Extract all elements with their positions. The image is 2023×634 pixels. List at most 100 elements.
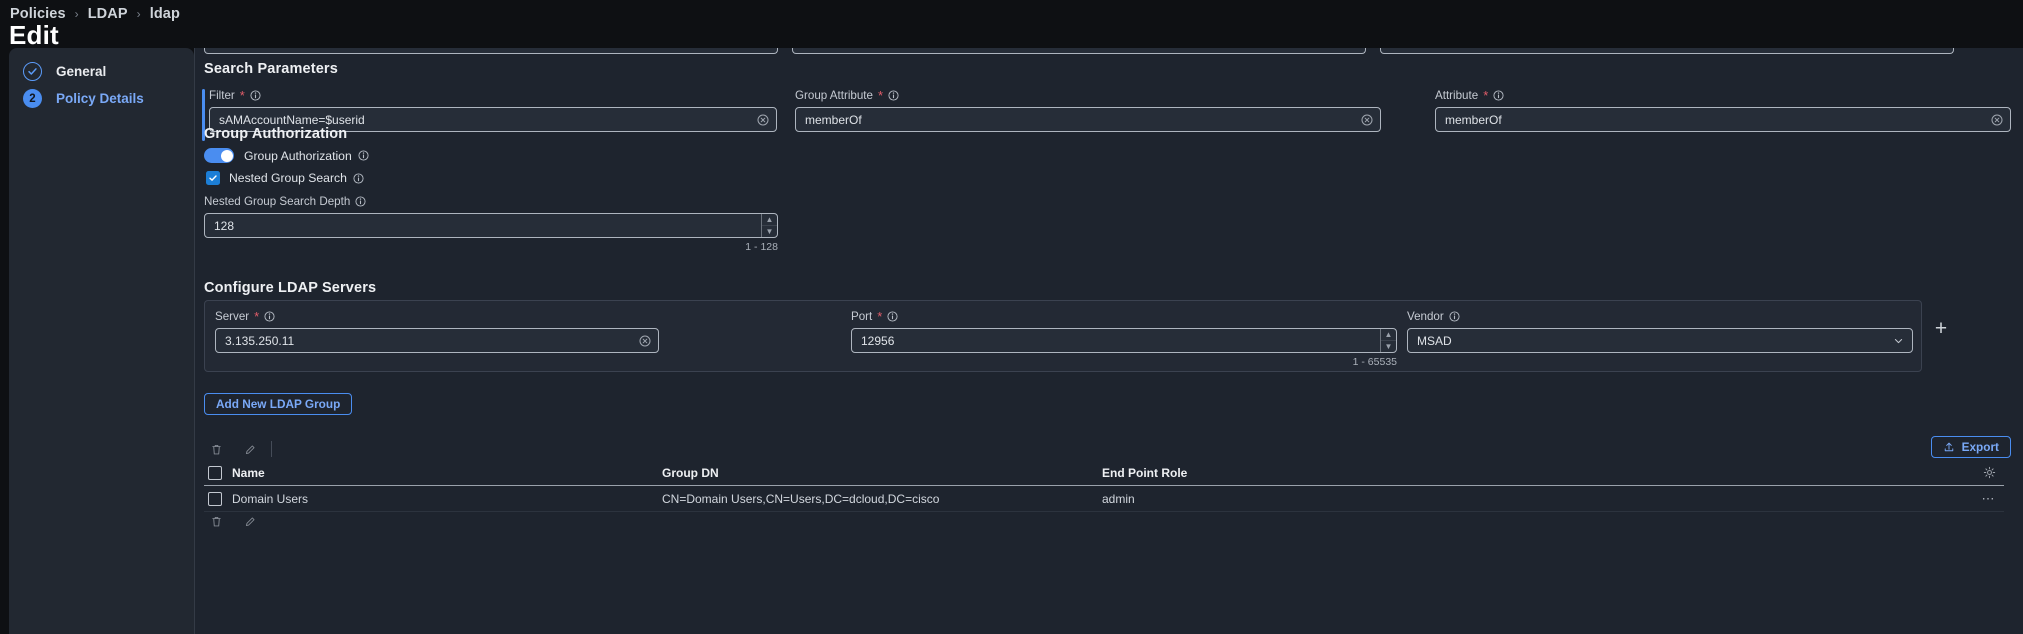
upload-icon (1944, 442, 1953, 452)
export-wrap: Export (1930, 436, 2011, 458)
info-icon[interactable] (1493, 90, 1504, 101)
sidebar-item-policy-details-label: Policy Details (56, 91, 144, 106)
add-ldap-server-button[interactable]: + (1934, 317, 1948, 340)
breadcrumb-separator-icon: › (74, 7, 79, 21)
partial-input-1[interactable] (204, 48, 778, 54)
field-focus-accent (202, 89, 205, 141)
port-input[interactable]: 12956 ▲ ▼ (851, 328, 1397, 353)
attribute-input-value: memberOf (1445, 112, 1502, 127)
delete-icon[interactable] (199, 438, 233, 460)
info-icon[interactable] (358, 150, 369, 161)
row-actions-menu-icon[interactable]: ⋯ (1981, 490, 1996, 506)
stepper-up-icon[interactable]: ▲ (762, 214, 777, 226)
breadcrumb-item-policies[interactable]: Policies (10, 6, 66, 22)
attribute-input[interactable]: memberOf (1435, 107, 2011, 132)
row-select-checkbox[interactable] (208, 491, 222, 506)
info-icon[interactable] (888, 90, 899, 101)
clear-icon[interactable] (1361, 114, 1373, 126)
row-checkbox-cell (204, 491, 232, 506)
stepper-up-icon[interactable]: ▲ (1381, 329, 1396, 341)
toggle-knob (220, 149, 233, 162)
cell-group-dn: CN=Domain Users,CN=Users,DC=dcloud,DC=ci… (662, 491, 940, 506)
vendor-select-value: MSAD (1417, 333, 1452, 348)
edit-icon[interactable] (233, 438, 267, 460)
partial-input-2[interactable] (792, 48, 1366, 54)
group-attribute-input-value: memberOf (805, 112, 862, 127)
required-marker: * (239, 87, 245, 103)
section-title-configure-ldap-servers: Configure LDAP Servers (204, 280, 377, 296)
info-icon[interactable] (355, 196, 366, 207)
info-icon[interactable] (1449, 311, 1460, 322)
stepper-buttons[interactable]: ▲ ▼ (1380, 329, 1396, 352)
breadcrumb-separator-icon: › (136, 7, 141, 21)
group-authorization-toggle[interactable] (204, 148, 234, 163)
info-icon[interactable] (353, 172, 364, 184)
column-header-end-point-role[interactable]: End Point Role (1102, 465, 1188, 480)
field-vendor: Vendor MSAD (1407, 310, 1913, 353)
vendor-select[interactable]: MSAD (1407, 328, 1913, 353)
ldap-groups-table: Name Group DN End Point Role Domain User… (204, 460, 2004, 512)
page-title: Edit (9, 20, 59, 50)
info-icon[interactable] (250, 90, 261, 101)
wizard-sidebar: General 2 Policy Details (9, 48, 194, 634)
clear-icon[interactable] (757, 114, 769, 126)
ldap-server-row-card: Server * 3.135.250.11 Port * (204, 300, 1922, 372)
table-toolbar-bottom (199, 510, 267, 532)
select-all-checkbox[interactable] (208, 465, 222, 480)
edit-icon[interactable] (233, 510, 267, 532)
table-row[interactable]: Domain Users CN=Domain Users,CN=Users,DC… (204, 486, 2004, 512)
nested-group-search-depth-input[interactable]: 128 ▲ ▼ (204, 213, 778, 238)
field-group-attribute-label: Group Attribute * (795, 89, 1381, 102)
filter-input[interactable]: sAMAccountName=$userid (209, 107, 777, 132)
sidebar-item-general[interactable]: General (23, 62, 106, 81)
table-settings-icon[interactable] (1962, 466, 2004, 479)
stepper-down-icon[interactable]: ▼ (765, 227, 774, 236)
table-toolbar-top (199, 438, 272, 460)
toolbar-divider (271, 441, 272, 457)
export-button[interactable]: Export (1930, 436, 2011, 458)
group-authorization-toggle-row: Group Authorization (204, 148, 369, 163)
group-attribute-input[interactable]: memberOf (795, 107, 1381, 132)
required-marker: * (254, 308, 260, 324)
server-input[interactable]: 3.135.250.11 (215, 328, 659, 353)
section-title-search-parameters: Search Parameters (204, 61, 338, 77)
stepper-buttons[interactable]: ▲ ▼ (761, 214, 777, 237)
step-number-badge: 2 (23, 89, 42, 108)
main-content: Search Parameters Filter * sAMAccountNam… (194, 48, 2023, 634)
partial-input-3[interactable] (1380, 48, 1954, 54)
field-nested-group-search-depth: Nested Group Search Depth 128 ▲ ▼ 1 - 12… (204, 195, 778, 253)
delete-icon[interactable] (199, 510, 233, 532)
field-port: Port * 12956 ▲ ▼ 1 - 65535 (851, 310, 1397, 368)
field-attribute: Attribute * memberOf (1435, 89, 2011, 132)
field-filter: Filter * sAMAccountName=$userid (209, 89, 777, 132)
server-input-value: 3.135.250.11 (225, 333, 295, 348)
group-authorization-toggle-label: Group Authorization (244, 149, 369, 163)
filter-input-value: sAMAccountName=$userid (219, 112, 365, 127)
add-new-ldap-group-button[interactable]: Add New LDAP Group (204, 393, 353, 415)
nested-group-search-checkbox[interactable] (206, 171, 220, 185)
column-header-group-dn[interactable]: Group DN (662, 465, 719, 480)
breadcrumb-item-current: ldap (149, 6, 180, 22)
field-depth-label: Nested Group Search Depth (204, 195, 778, 208)
section-title-group-authorization: Group Authorization (204, 126, 348, 142)
depth-range-hint: 1 - 128 (745, 241, 778, 253)
chevron-down-icon[interactable] (1893, 335, 1904, 346)
port-input-value: 12956 (861, 333, 895, 348)
field-filter-label: Filter * (209, 89, 777, 102)
cell-name: Domain Users (232, 491, 309, 506)
info-icon[interactable] (264, 311, 275, 322)
field-server: Server * 3.135.250.11 (215, 310, 659, 353)
clear-icon[interactable] (1991, 114, 2003, 126)
sidebar-item-policy-details[interactable]: 2 Policy Details (23, 89, 144, 108)
stepper-down-icon[interactable]: ▼ (1384, 342, 1393, 351)
column-header-name[interactable]: Name (232, 465, 265, 480)
required-marker: * (877, 308, 883, 324)
clear-icon[interactable] (639, 335, 651, 347)
info-icon[interactable] (887, 311, 898, 322)
field-vendor-label: Vendor (1407, 310, 1913, 323)
breadcrumb-item-ldap[interactable]: LDAP (87, 6, 128, 22)
field-attribute-label: Attribute * (1435, 89, 2011, 102)
port-range-hint: 1 - 65535 (1352, 356, 1397, 368)
cell-end-point-role: admin (1102, 491, 1135, 506)
